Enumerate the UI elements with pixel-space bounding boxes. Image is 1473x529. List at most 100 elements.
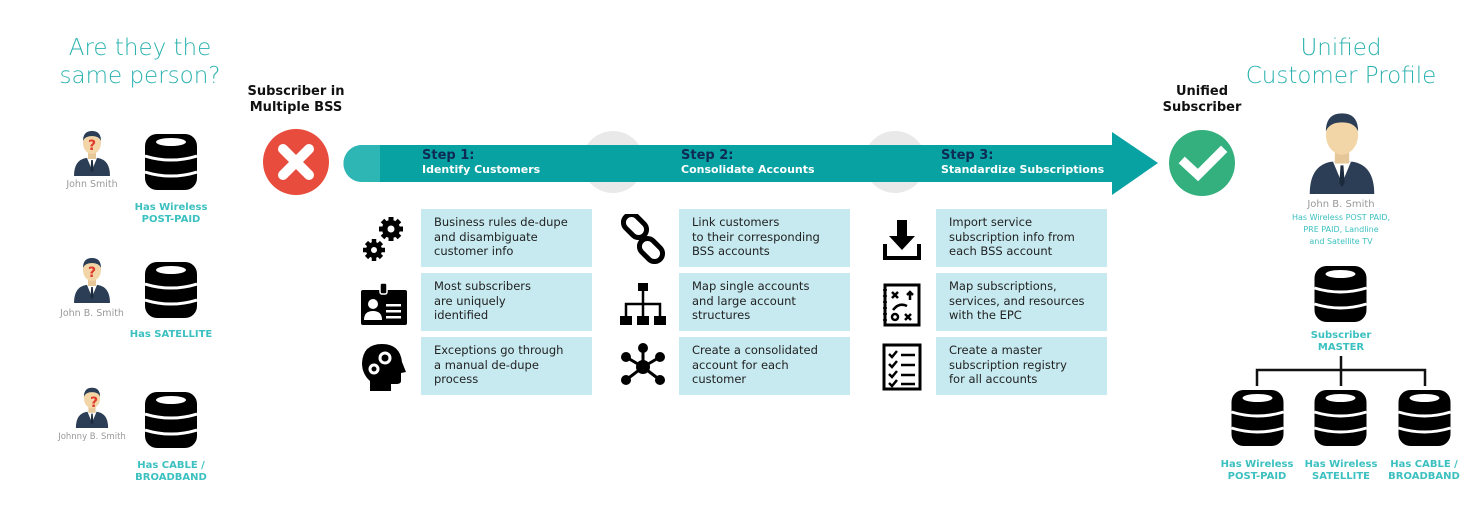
item-text-line: Link customers <box>692 215 780 229</box>
item-text-line: Create a consolidated <box>692 343 818 357</box>
person-name: John B. Smith <box>60 308 124 319</box>
check-circle-icon <box>1169 130 1235 196</box>
item-text-line: subscription info from <box>949 229 1075 244</box>
db-label: Has CABLE /BROADBAND <box>1369 459 1473 483</box>
label-line: Has CABLE / <box>1390 459 1458 470</box>
step-number: Step 1: <box>422 148 475 163</box>
database-icon <box>1398 388 1451 448</box>
label-line: Has Wireless <box>1304 459 1378 470</box>
item-text-line: a manual de-dupe <box>434 357 539 372</box>
label-line: Subscriber <box>1310 330 1372 341</box>
item-text-line: Business rules de-dupe <box>434 215 568 229</box>
hub-network-icon <box>621 343 665 385</box>
item-text-line: process <box>434 372 479 386</box>
label-line: POST-PAID <box>1227 471 1287 482</box>
item-text-line: account for each <box>692 357 789 372</box>
db-label: Has CABLE /BROADBAND <box>111 460 231 484</box>
item-text-line: structures <box>692 308 751 322</box>
person-unknown-icon: ? <box>72 128 112 176</box>
process-arrow <box>343 131 1158 195</box>
org-chart-icon <box>620 283 666 325</box>
checklist-icon <box>882 343 922 391</box>
item-text-line: identified <box>434 308 489 322</box>
item-text-line: Create a master <box>949 343 1043 357</box>
label-line: MASTER <box>1317 342 1365 353</box>
left-title: Are they the same person? <box>40 34 240 90</box>
step-title: Standardize Subscriptions <box>941 163 1105 176</box>
label-line: Multiple BSS <box>249 100 343 115</box>
item-text-line: customer <box>692 372 747 386</box>
db-label-line: POST-PAID <box>141 214 201 225</box>
unified-description: Has Wireless POST PAID, PRE PAID, Landli… <box>1271 212 1411 248</box>
label-line: Subscriber <box>1162 100 1242 115</box>
master-database-icon <box>1314 264 1367 324</box>
step-2-header: Step 2:Consolidate Accounts <box>681 148 815 177</box>
unified-name: John B. Smith <box>1307 199 1375 210</box>
item-text-line: Map subscriptions, <box>949 279 1057 293</box>
item-text-line: and large account <box>692 293 796 308</box>
step-1-header: Step 1:Identify Customers <box>422 148 540 177</box>
item-text-line: BSS accounts <box>692 244 770 258</box>
db-label-line: Has Wireless <box>134 202 208 213</box>
label-line: Unified <box>1175 84 1229 99</box>
head-gears-icon <box>362 344 406 391</box>
title-line: Are they the <box>68 35 212 61</box>
database-icon <box>1314 388 1367 448</box>
database-icon <box>145 260 197 320</box>
download-icon <box>883 220 921 260</box>
label-line: SATELLITE <box>1312 471 1370 482</box>
tree-connector <box>1255 356 1427 386</box>
db-label-line: Has SATELLITE <box>129 329 213 340</box>
item-text-line: Import service <box>949 215 1033 229</box>
database-icon <box>1231 388 1284 448</box>
title-line: same person? <box>59 63 221 89</box>
right-title: Unified Customer Profile <box>1231 34 1451 90</box>
svg-text:?: ? <box>88 265 96 281</box>
person-icon <box>1306 108 1378 194</box>
item-text-line: customer info <box>434 244 514 258</box>
item-text-line: to their corresponding <box>692 229 820 244</box>
item-text-line: and disambiguate <box>434 229 538 244</box>
item-text-line: subscription registry <box>949 357 1067 372</box>
step-title: Consolidate Accounts <box>681 163 815 176</box>
person-name: Johnny B. Smith <box>58 432 126 442</box>
title-line: Unified <box>1300 35 1382 61</box>
step-number: Step 3: <box>941 148 994 163</box>
person-unknown-icon: ? <box>72 255 112 303</box>
title-line: Customer Profile <box>1245 63 1437 89</box>
strategy-board-icon <box>883 283 921 327</box>
db-label: Has SATELLITE <box>111 329 231 341</box>
desc-line: PRE PAID, Landline <box>1303 225 1379 234</box>
step-3-item-box: Map subscriptions,services, and resource… <box>936 273 1107 331</box>
chain-link-icon <box>620 214 666 264</box>
svg-text:?: ? <box>88 138 96 154</box>
item-text-line: Most subscribers <box>434 279 532 293</box>
item-text-line: are uniquely <box>434 293 506 308</box>
item-text-line: for all accounts <box>949 372 1038 386</box>
db-label-line: BROADBAND <box>135 472 207 483</box>
x-circle-icon <box>263 129 329 195</box>
label-line: Subscriber in <box>247 84 345 99</box>
gears-icon <box>363 217 403 261</box>
step-number: Step 2: <box>681 148 734 163</box>
step-3-header: Step 3:Standardize Subscriptions <box>941 148 1104 177</box>
step-title: Identify Customers <box>422 163 541 176</box>
desc-line: Has Wireless POST PAID, <box>1291 213 1391 222</box>
database-icon <box>145 390 197 450</box>
id-badge-icon <box>361 282 407 325</box>
item-text-line: services, and resources <box>949 293 1085 308</box>
item-text-line: Exceptions go through <box>434 343 564 357</box>
